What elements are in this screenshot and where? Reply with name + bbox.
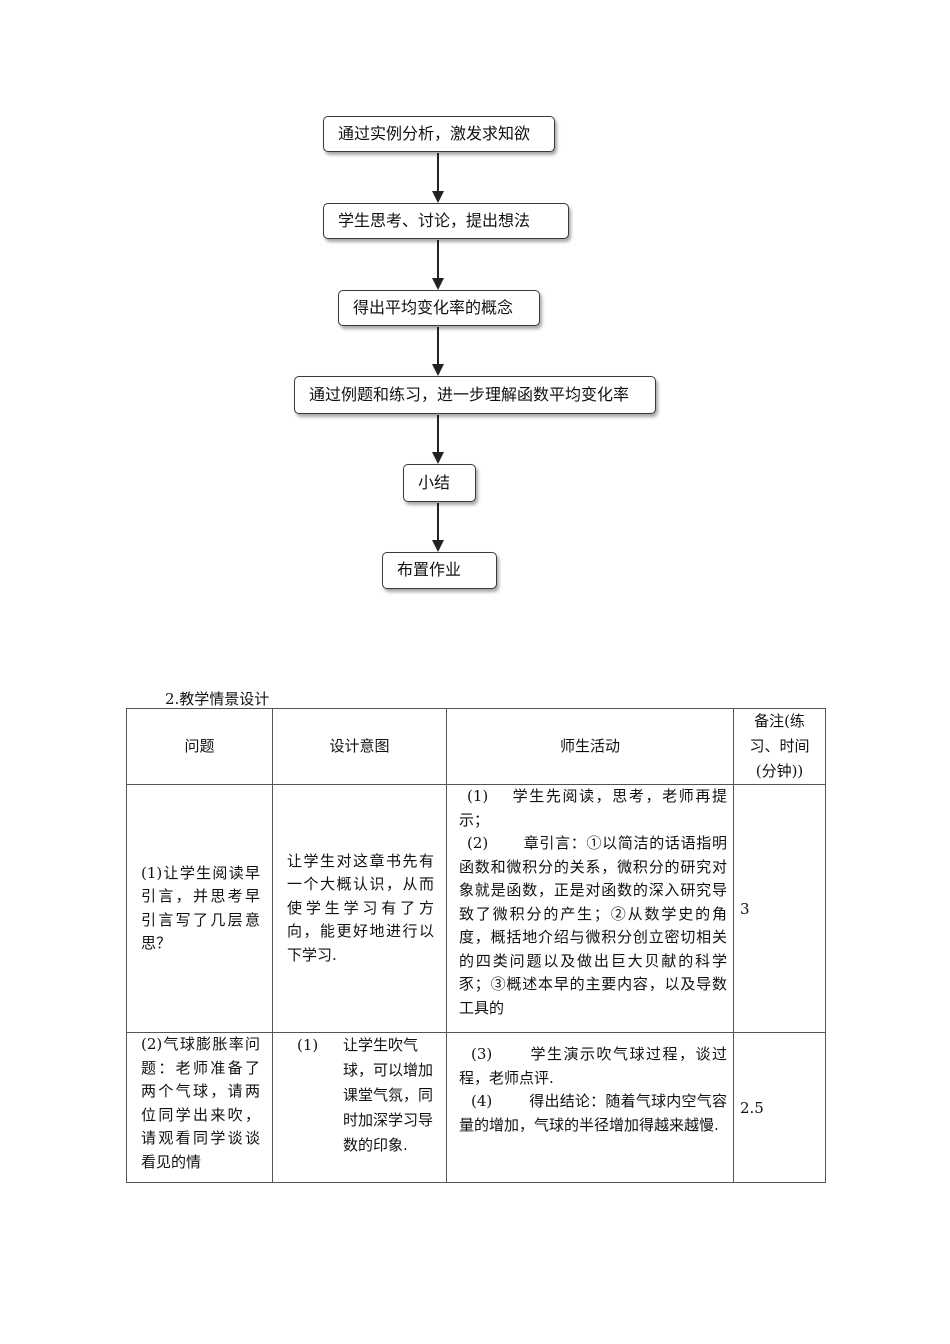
- table-header-row: 问题 设计意图 师生活动 备注(练习、时间(分钟)): [126, 708, 826, 785]
- row2-activity-2-number: (4): [471, 1092, 493, 1110]
- flow-arrow-4: [432, 415, 444, 464]
- flow-arrow-2: [432, 240, 444, 290]
- flow-arrow-1: [432, 153, 444, 203]
- row2-activity: (3)学生演示吹气球过程，谈过程，老师点评. (4)得出结论：随着气球内空气容量…: [446, 1032, 734, 1183]
- row1-activity: (1)学生先阅读，思考，老师再提示； (2)章引言：①以简洁的话语指明函数和微积…: [446, 784, 734, 1033]
- table-row: (1)让学生阅读早引言，并思考早引言写了几层意思？ 让学生对这章书先有一个大概认…: [126, 784, 826, 1033]
- row2-question-text: (2)气球膨胀率问题：老师准备了两个气球，请两位同学出来吹，请观看同学谈谈看见的…: [141, 1035, 260, 1171]
- row2-activity-2-text: 得出结论：随着气球内空气容量的增加，气球的半径增加得越来越慢.: [459, 1092, 727, 1134]
- flow-arrow-3: [432, 327, 444, 376]
- flow-step-1: 通过实例分析，激发求知欲: [323, 116, 555, 152]
- row1-note: 3: [733, 784, 826, 1033]
- flow-step-2: 学生思考、讨论，提出想法: [323, 203, 569, 239]
- row2-intent: (1) 让学生吹气球，可以增加课堂气氛，同时加深学习导数的印象.: [272, 1032, 447, 1183]
- flow-step-4: 通过例题和练习，进一步理解函数平均变化率: [294, 376, 656, 414]
- table-row: (2)气球膨胀率问题：老师准备了两个气球，请两位同学出来吹，请观看同学谈谈看见的…: [126, 1032, 826, 1183]
- section-title: 2.教学情景设计: [165, 690, 270, 708]
- flow-arrow-5: [432, 503, 444, 552]
- row2-question: (2)气球膨胀率问题：老师准备了两个气球，请两位同学出来吹，请观看同学谈谈看见的…: [126, 1032, 273, 1183]
- row1-intent: 让学生对这章书先有一个大概认识，从而使学生学习有了方向，能更好地进行以下学习.: [272, 784, 447, 1033]
- flow-step-5: 小结: [403, 464, 476, 502]
- row2-activity-1-text: 学生演示吹气球过程，谈过程，老师点评.: [459, 1045, 727, 1087]
- row1-question: (1)让学生阅读早引言，并思考早引言写了几层意思？: [126, 784, 273, 1033]
- teaching-design-table: 问题 设计意图 师生活动 备注(练习、时间(分钟)) (1)让学生阅读早引言，并…: [126, 708, 826, 1183]
- flow-step-3: 得出平均变化率的概念: [338, 290, 540, 326]
- row1-activity-1-text: 学生先阅读，思考，老师再提示；: [459, 787, 727, 829]
- row2-intent-number: (1): [297, 1036, 319, 1054]
- header-question: 问题: [126, 708, 273, 785]
- row1-activity-1-number: (1): [467, 787, 489, 805]
- row1-activity-2-text: 章引言：①以简洁的话语指明函数和微积分的关系，微积分的研究对象就是函数，正是对函…: [459, 834, 727, 1017]
- row2-activity-1-number: (3): [471, 1045, 493, 1063]
- flow-step-6: 布置作业: [382, 552, 497, 589]
- row2-note: 2.5: [733, 1032, 826, 1183]
- row2-intent-text: 让学生吹气球，可以增加课堂气氛，同时加深学习导数的印象.: [343, 1036, 434, 1154]
- header-intent: 设计意图: [272, 708, 447, 785]
- header-note: 备注(练习、时间(分钟)): [733, 708, 826, 785]
- row1-activity-2-number: (2): [467, 834, 489, 852]
- header-activity: 师生活动: [446, 708, 734, 785]
